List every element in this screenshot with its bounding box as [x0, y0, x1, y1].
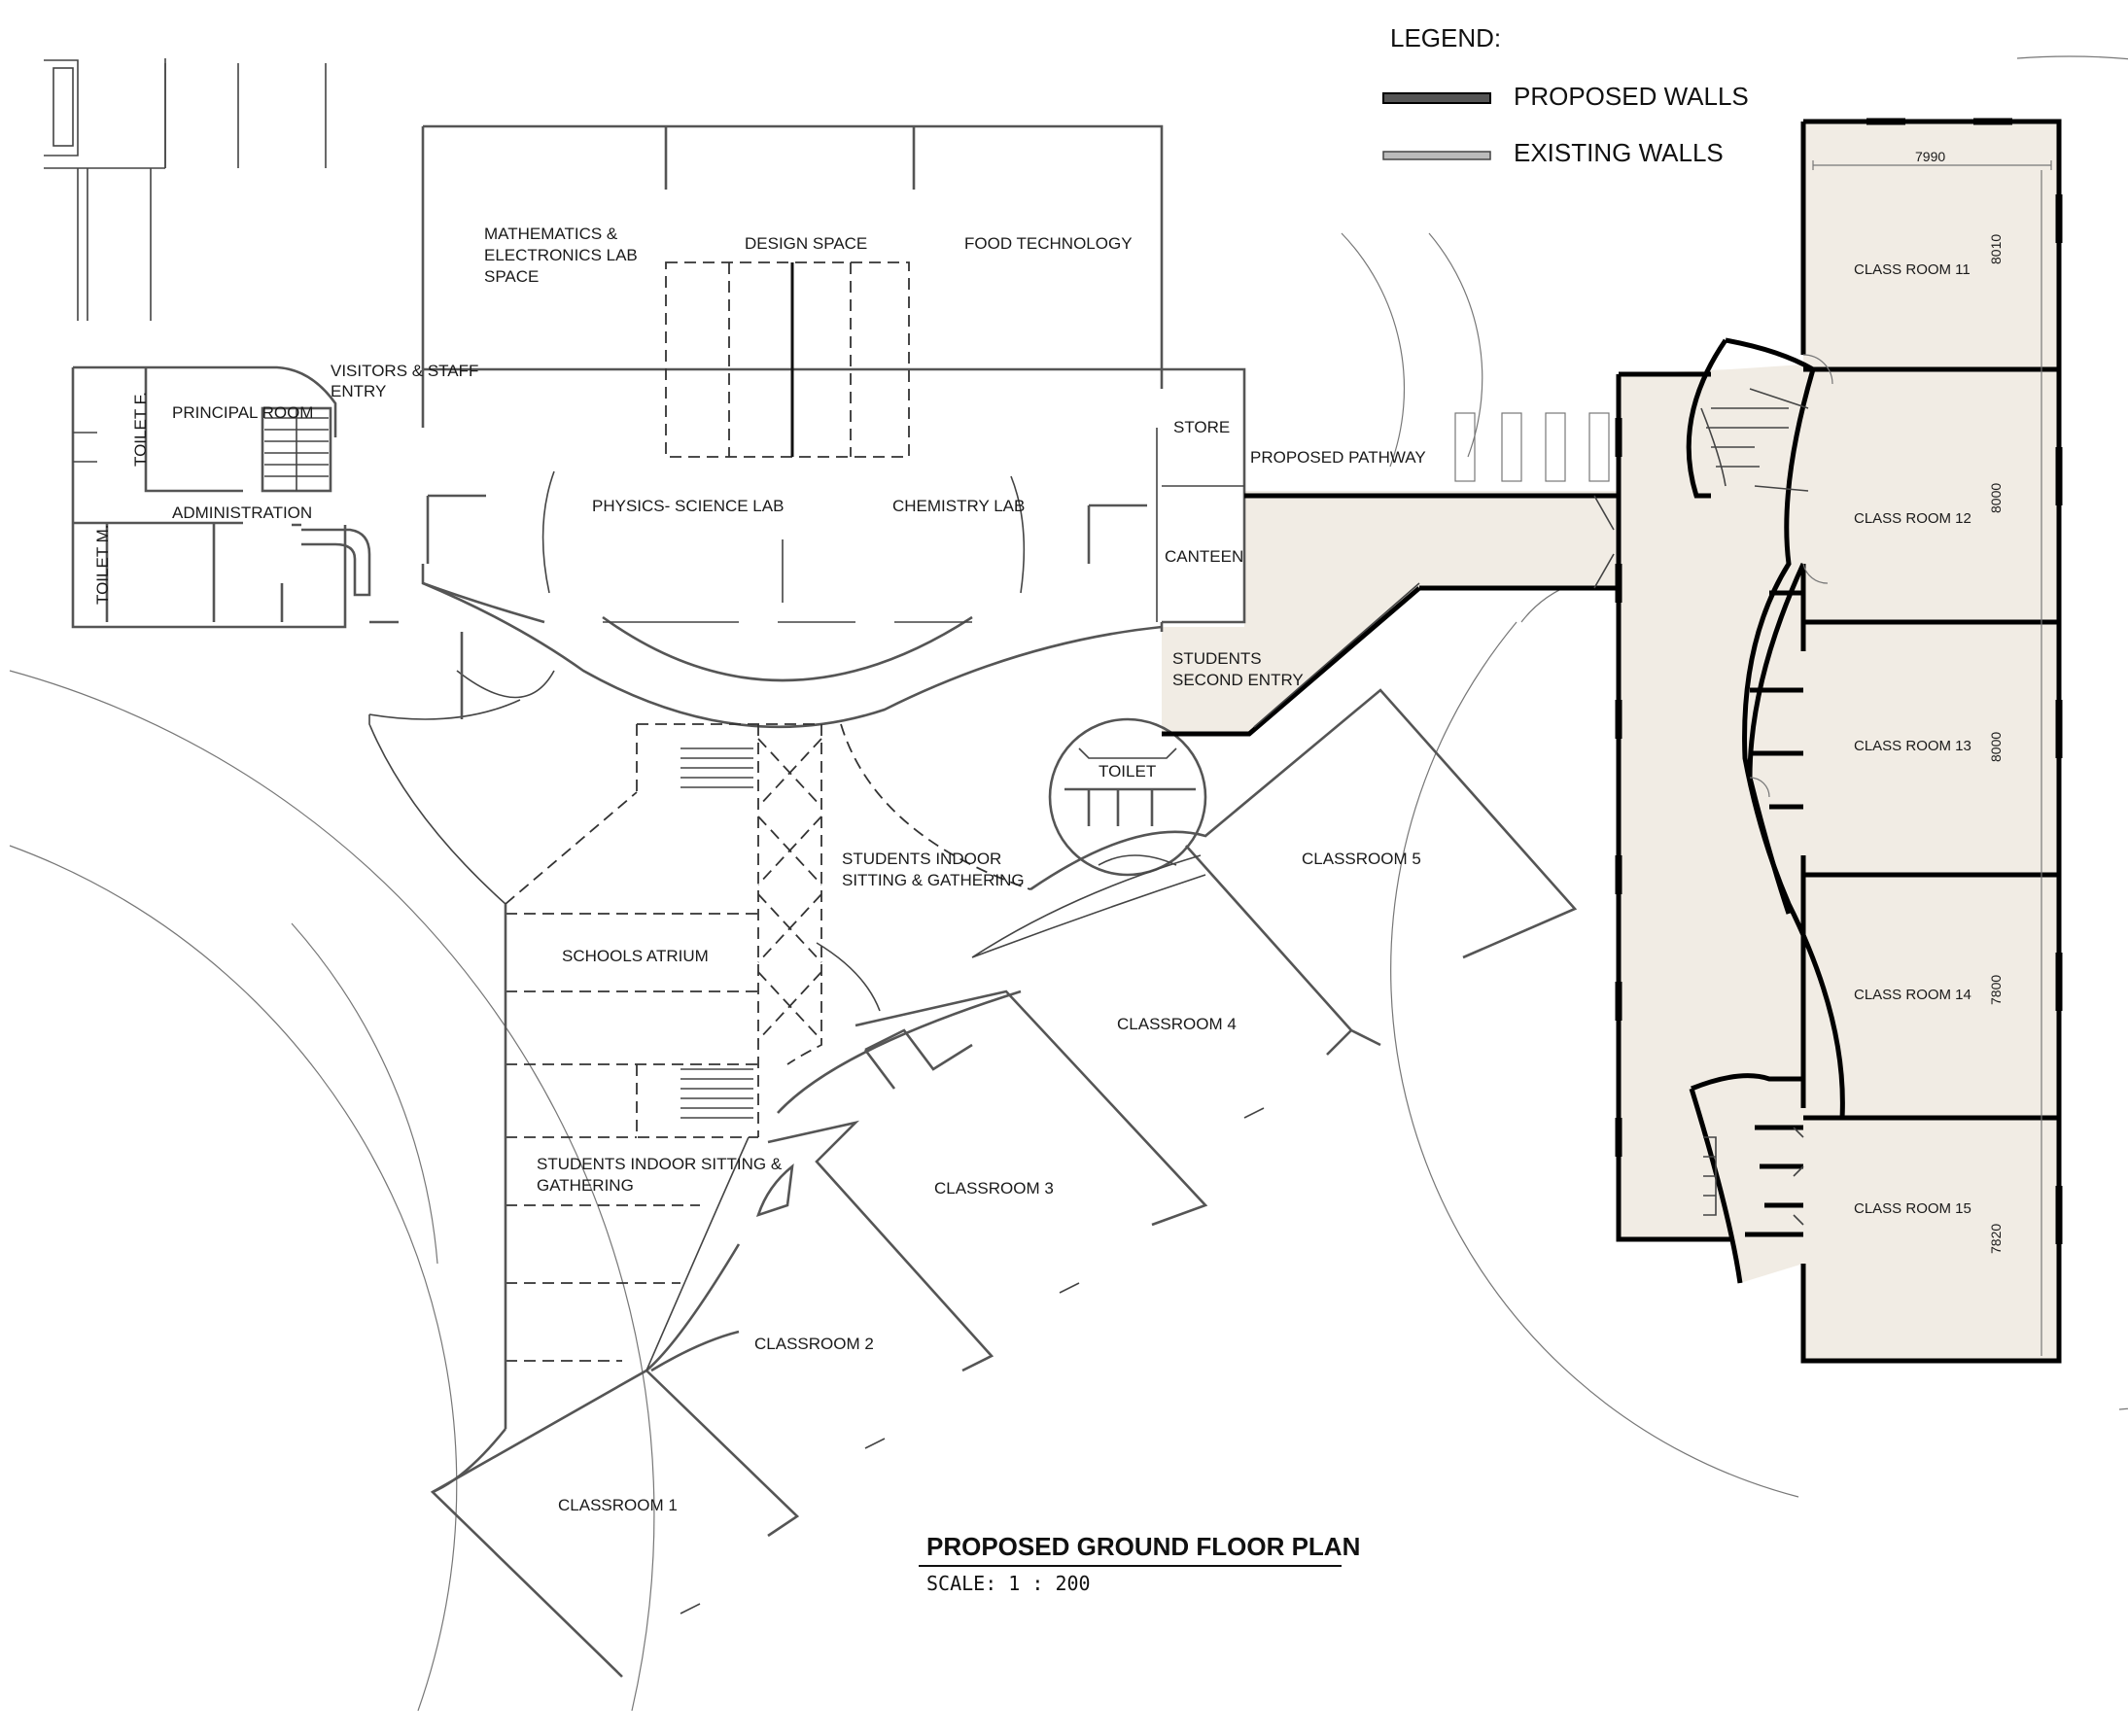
proposed-pathway-walls: [1162, 493, 1619, 737]
classroom-wing: [1615, 118, 2063, 1364]
label-sitting-1-b: SITTING & GATHERING: [842, 871, 1025, 889]
main-block: [368, 124, 1246, 905]
label-chemistry: CHEMISTRY LAB: [892, 497, 1025, 515]
label-canteen: CANTEEN: [1165, 547, 1243, 566]
label-math-lab-1: MATHEMATICS &: [484, 225, 618, 243]
label-class-14: CLASS ROOM 14: [1854, 987, 1971, 1003]
dim-room-12: 8000: [1988, 483, 2004, 513]
label-class-15: CLASS ROOM 15: [1854, 1200, 1971, 1217]
label-second-entry-2: SECOND ENTRY: [1172, 671, 1304, 689]
label-math-lab-3: SPACE: [484, 267, 539, 286]
label-physics: PHYSICS- SCIENCE LAB: [592, 497, 784, 515]
label-sitting-2-a: STUDENTS INDOOR SITTING &: [537, 1155, 783, 1173]
label-classroom-3: CLASSROOM 3: [934, 1179, 1054, 1198]
label-math-lab-2: ELECTRONICS LAB: [484, 246, 638, 264]
drawing-scale: SCALE: 1 : 200: [926, 1572, 1091, 1595]
site-arcs: [9, 55, 2128, 1712]
label-principal: PRINCIPAL ROOM: [172, 403, 313, 422]
label-store: STORE: [1173, 418, 1230, 436]
legend-proposed-label: PROPOSED WALLS: [1514, 82, 1749, 111]
legend-title: LEGEND:: [1390, 23, 1501, 52]
legend-existing-swatch: [1382, 151, 1491, 160]
label-sitting-1-a: STUDENTS INDOOR: [842, 850, 1001, 868]
dim-room-13: 8000: [1988, 732, 2004, 762]
legend-existing-label: EXISTING WALLS: [1514, 138, 1724, 167]
label-toilet: TOILET: [1099, 762, 1156, 781]
classrooms-radial: [430, 688, 1578, 1678]
label-toilet-m: TOILET M.: [93, 524, 112, 605]
atrium: [504, 723, 1031, 1429]
label-pathway: PROPOSED PATHWAY: [1250, 448, 1426, 467]
label-class-11: CLASS ROOM 11: [1854, 261, 1971, 278]
label-classroom-1: CLASSROOM 1: [558, 1496, 678, 1514]
label-toilet-f: TOILET F.: [131, 392, 150, 467]
label-food-tech: FOOD TECHNOLOGY: [964, 234, 1133, 253]
label-class-13: CLASS ROOM 13: [1854, 738, 1971, 754]
legend: LEGEND: PROPOSED WALLS EXISTING WALLS: [1382, 23, 1749, 167]
label-atrium: SCHOOLS ATRIUM: [562, 947, 709, 965]
legend-proposed-swatch: [1382, 92, 1491, 104]
dim-room-14: 7800: [1988, 975, 2004, 1005]
dim-width-top: 7990: [1915, 149, 1945, 164]
existing-top-left: [44, 58, 327, 321]
title-block: PROPOSED GROUND FLOOR PLAN SCALE: 1 : 20…: [919, 1532, 1360, 1595]
dimension-labels: 7990 8010 8000 8000 7800 7820: [1915, 149, 2004, 1254]
classroom-wing-fill: [1619, 122, 2059, 1361]
administration-block: [71, 365, 371, 629]
dim-room-11: 8010: [1988, 234, 2004, 264]
pathway-stripes: [1454, 412, 1610, 482]
label-visitors-1: VISITORS & STAFF: [331, 362, 478, 380]
label-classroom-4: CLASSROOM 4: [1117, 1015, 1237, 1033]
label-visitors-2: ENTRY: [331, 382, 386, 400]
label-design-space: DESIGN SPACE: [745, 234, 867, 253]
label-administration: ADMINISTRATION: [172, 503, 312, 522]
label-class-12: CLASS ROOM 12: [1854, 510, 1971, 527]
dim-room-15: 7820: [1988, 1224, 2004, 1254]
label-sitting-2-b: GATHERING: [537, 1176, 634, 1195]
drawing-title: PROPOSED GROUND FLOOR PLAN: [926, 1532, 1360, 1561]
toilet-pod: [1048, 717, 1207, 877]
label-second-entry-1: STUDENTS: [1172, 649, 1262, 668]
label-classroom-2: CLASSROOM 2: [754, 1335, 874, 1353]
label-classroom-5: CLASSROOM 5: [1302, 850, 1421, 868]
room-labels: MATHEMATICS & ELECTRONICS LAB SPACE DESI…: [93, 225, 1971, 1514]
